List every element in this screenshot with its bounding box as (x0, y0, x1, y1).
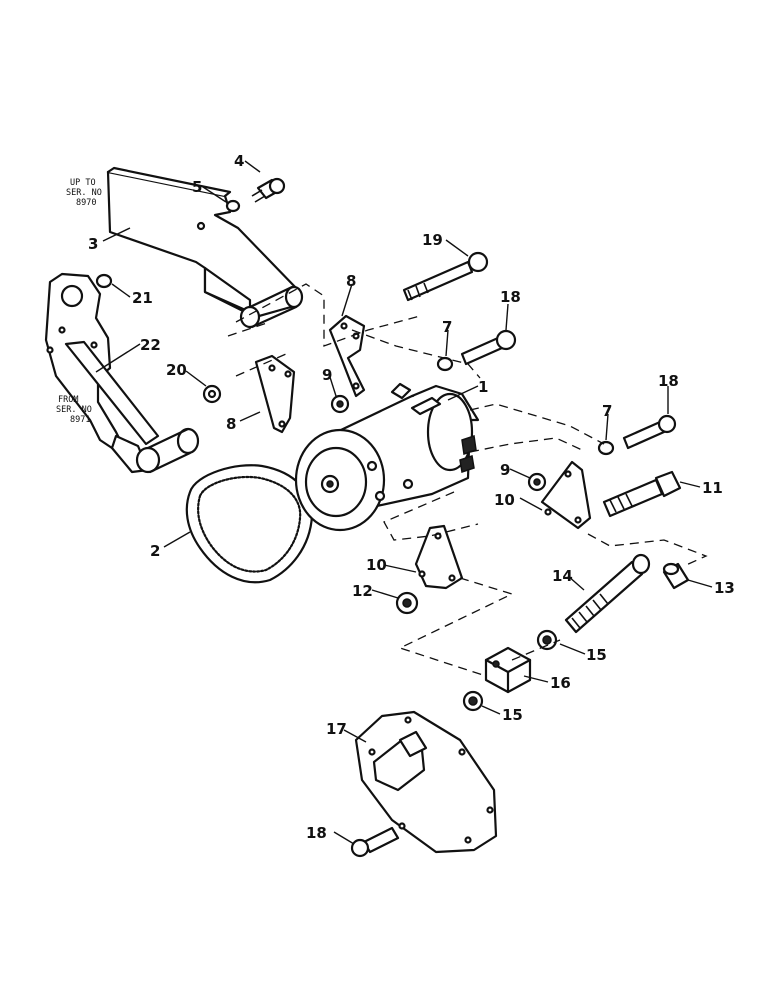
callout-19: 19 (422, 231, 443, 249)
note-up-to-1: UP TO (70, 178, 96, 188)
bolt-18-right (622, 414, 677, 450)
bolt-11 (602, 470, 682, 518)
compressor (294, 382, 480, 532)
callout-12: 12 (352, 582, 373, 600)
callout-9-lower: 9 (500, 461, 510, 479)
callout-10-upper: 10 (494, 491, 515, 509)
plate-8-right (328, 314, 366, 398)
serial-note-lower: FROM SER. NO 8971 (56, 395, 92, 425)
nut-9-upper (330, 394, 350, 414)
nut-15-upper (536, 629, 558, 651)
assembly-lines (227, 283, 708, 677)
callout-17: 17 (326, 720, 347, 738)
callout-21: 21 (132, 289, 153, 307)
washer-5 (225, 199, 241, 213)
plate-8-left (254, 354, 296, 434)
callout-16: 16 (550, 674, 571, 692)
callout-14: 14 (552, 567, 573, 585)
leader-lines (95, 160, 713, 845)
bolt-19 (402, 251, 489, 302)
block-16 (484, 646, 532, 694)
callouts: 1 2 3 4 5 7 7 8 8 9 9 10 10 11 12 13 14 … (88, 152, 735, 842)
callout-22: 22 (140, 336, 161, 354)
note-from-3: 8971 (70, 415, 90, 425)
bolt-14 (564, 553, 651, 634)
nut-9-lower (527, 472, 547, 492)
serial-note-upper: UP TO SER. NO 8970 (66, 178, 102, 208)
callout-9-upper: 9 (322, 366, 332, 384)
plate-17 (354, 710, 498, 854)
washer-21 (95, 273, 113, 289)
callout-10-lower: 10 (366, 556, 387, 574)
spacer-13 (662, 562, 690, 590)
callout-3: 3 (88, 235, 98, 253)
callout-8-left: 8 (226, 415, 236, 433)
callout-8-right: 8 (346, 272, 356, 290)
washer-7-upper (436, 356, 454, 372)
plate-10-lower (414, 524, 464, 590)
callout-4: 4 (234, 152, 244, 170)
note-from-2: SER. NO (56, 405, 92, 415)
nut-12 (395, 591, 419, 615)
bracket-lower (44, 272, 200, 474)
callout-18-right: 18 (658, 372, 679, 390)
v-belt (185, 464, 314, 584)
bolt-18-upper (460, 329, 517, 366)
note-up-to-3: 8970 (76, 198, 96, 208)
plate-10-upper (540, 460, 592, 530)
callout-18-upper: 18 (500, 288, 521, 306)
callout-13: 13 (714, 579, 735, 597)
callout-11: 11 (702, 479, 723, 497)
callout-1: 1 (478, 378, 488, 396)
callout-15-upper: 15 (586, 646, 607, 664)
washer-7-lower (597, 440, 615, 456)
callout-7-upper: 7 (442, 318, 452, 336)
bolt-4 (251, 177, 286, 203)
bolt-18-lower (350, 826, 400, 858)
nut-20 (202, 384, 222, 404)
callout-2: 2 (150, 542, 160, 560)
callout-5: 5 (192, 178, 202, 196)
callout-15-lower: 15 (502, 706, 523, 724)
note-up-to-2: SER. NO (66, 188, 102, 198)
callout-20: 20 (166, 361, 187, 379)
note-from-1: FROM (58, 395, 78, 405)
callout-7-lower: 7 (602, 402, 612, 420)
callout-18-lower: 18 (306, 824, 327, 842)
bracket-upper (106, 166, 304, 329)
nut-15-lower (462, 690, 484, 712)
